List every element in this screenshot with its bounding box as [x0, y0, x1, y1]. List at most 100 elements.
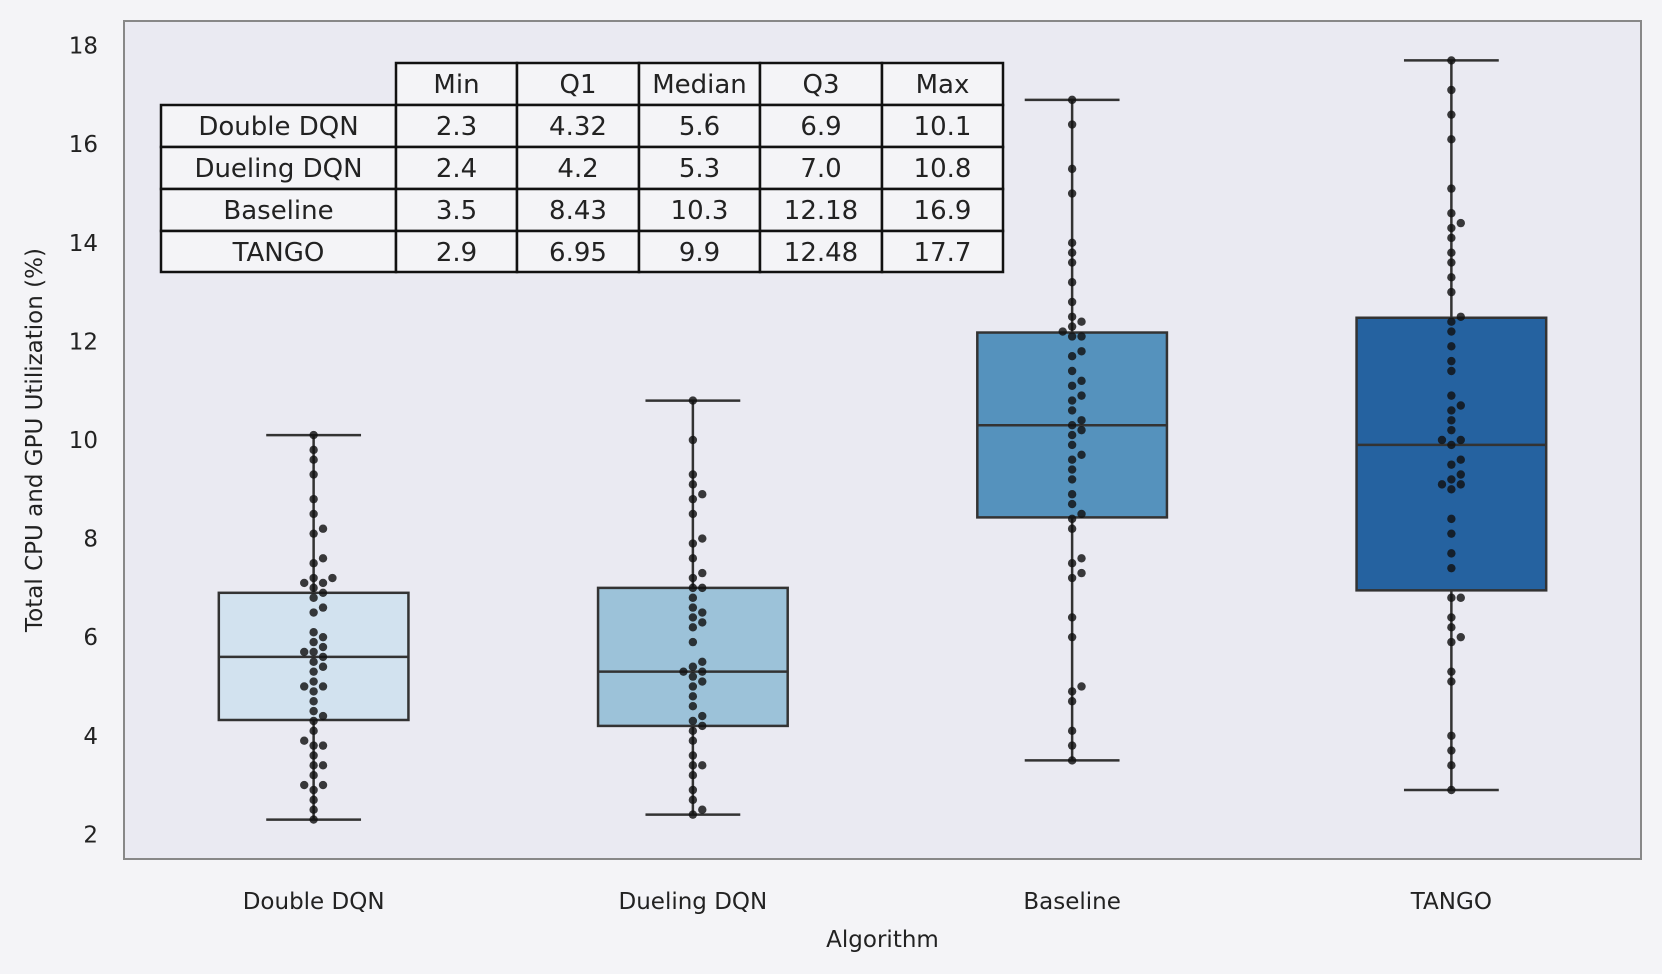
data-point: [1067, 465, 1077, 474]
table-cell: [637, 229, 762, 274]
data-point: [1077, 391, 1086, 400]
data-point: [1067, 524, 1077, 533]
data-point: [688, 637, 698, 647]
data-point: [1447, 514, 1456, 524]
data-point: [679, 667, 688, 676]
table-header-text: Max: [916, 70, 970, 100]
data-point: [1077, 347, 1086, 356]
data-point: [698, 761, 707, 770]
x-tick-label: Dueling DQN: [619, 889, 768, 915]
data-point: [1447, 667, 1456, 676]
data-point: [309, 637, 318, 647]
data-point: [688, 726, 698, 736]
data-point: [688, 603, 698, 612]
data-point: [688, 480, 698, 489]
data-point: [1447, 746, 1456, 755]
data-point: [688, 672, 698, 681]
data-point: [1067, 430, 1077, 440]
data-point: [688, 682, 698, 691]
data-point: [309, 706, 318, 716]
data-point: [318, 662, 328, 671]
table-cell-value: 10.8: [914, 154, 972, 184]
data-point: [318, 554, 328, 563]
data-point: [1447, 327, 1456, 336]
data-point: [1456, 455, 1465, 464]
data-point: [1447, 233, 1456, 243]
data-point: [1447, 529, 1456, 538]
data-point: [688, 494, 698, 504]
data-point: [688, 692, 698, 701]
data-point: [318, 603, 328, 612]
y-tick-label: 2: [83, 822, 98, 848]
data-point: [1077, 509, 1086, 519]
data-point: [1077, 682, 1086, 691]
data-point: [318, 780, 328, 790]
y-axis-label: Total CPU and GPU Utilization (%): [22, 248, 48, 633]
data-point: [1067, 632, 1077, 642]
data-point: [1447, 223, 1456, 233]
data-point: [688, 761, 698, 770]
data-point: [309, 445, 318, 455]
data-point: [1077, 425, 1086, 435]
data-point: [1077, 568, 1086, 578]
data-point: [309, 470, 318, 479]
table-cell-value: 9.9: [679, 238, 720, 268]
data-point: [688, 435, 698, 445]
table-cell-value: 2.3: [436, 112, 477, 142]
data-point: [698, 657, 707, 667]
data-point: [688, 470, 698, 479]
data-point: [1067, 455, 1077, 464]
data-point: [688, 509, 698, 519]
table-cell: [515, 103, 641, 149]
data-point: [1067, 95, 1077, 105]
y-tick-label: 6: [83, 625, 98, 651]
data-point: [688, 593, 698, 602]
data-point: [688, 613, 698, 622]
data-point: [309, 805, 318, 814]
table-cell: [880, 103, 1005, 149]
data-point: [1077, 554, 1086, 563]
x-tick-label: Double DQN: [243, 889, 385, 915]
data-point: [1067, 726, 1077, 736]
table-row-label-cell: [159, 229, 398, 274]
data-point: [1067, 756, 1077, 765]
data-point: [318, 632, 328, 642]
data-point: [1447, 549, 1456, 558]
data-point: [1077, 416, 1086, 425]
data-point: [309, 761, 318, 770]
data-point: [1067, 189, 1077, 198]
data-point: [1067, 278, 1077, 287]
data-point: [318, 588, 328, 598]
data-point: [688, 539, 698, 548]
table-header-text: Q1: [559, 70, 596, 100]
data-point: [1447, 342, 1456, 351]
x-tick-label: Baseline: [1023, 889, 1121, 915]
data-point: [1447, 317, 1456, 326]
data-point: [309, 647, 318, 657]
data-point: [1447, 356, 1456, 366]
data-point: [1447, 366, 1456, 376]
data-point: [1067, 613, 1077, 622]
data-point: [1067, 396, 1077, 405]
data-point: [1077, 317, 1086, 326]
data-point: [309, 573, 318, 583]
table-cell-value: 16.9: [914, 196, 972, 226]
data-point: [1447, 475, 1456, 484]
data-point: [309, 795, 318, 805]
data-point: [1447, 485, 1456, 494]
data-point: [300, 736, 309, 745]
data-point: [688, 573, 698, 583]
table-cell: [637, 145, 762, 191]
data-point: [1067, 697, 1077, 706]
data-point: [1456, 632, 1465, 642]
data-point: [688, 583, 698, 593]
data-point: [309, 628, 318, 637]
table-cell-value: 5.3: [679, 154, 720, 184]
data-point: [300, 780, 309, 790]
data-point: [1067, 406, 1077, 415]
data-point: [1447, 391, 1456, 400]
table-cell-value: 7.0: [800, 154, 841, 184]
data-point: [698, 618, 707, 627]
data-point: [1067, 440, 1077, 450]
